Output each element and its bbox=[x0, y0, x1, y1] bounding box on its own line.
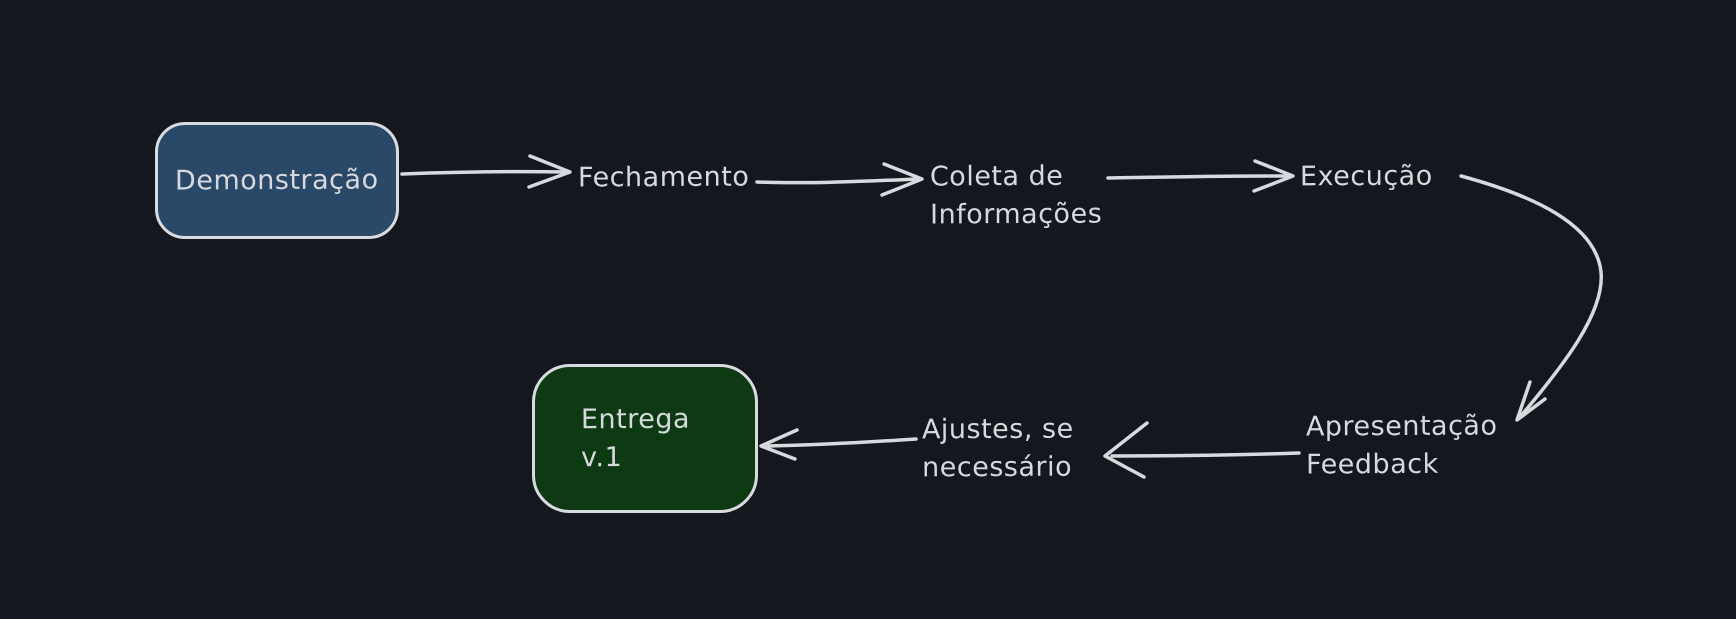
node-ajustes-label: Ajustes, se necessário bbox=[921, 413, 1074, 484]
node-execucao[interactable]: Execução bbox=[1300, 158, 1433, 196]
node-fechamento[interactable]: Fechamento bbox=[578, 159, 749, 197]
node-ajustes-se-necessario[interactable]: Ajustes, se necessário bbox=[922, 411, 1074, 487]
node-demonstracao-label: Demonstração bbox=[175, 163, 379, 197]
node-coleta-de-informacoes[interactable]: Coleta de Informações bbox=[930, 158, 1102, 234]
node-demonstracao[interactable]: Demonstração bbox=[155, 122, 399, 239]
arrow-fechamento-coleta[interactable] bbox=[755, 162, 924, 197]
node-entrega-v1[interactable]: Entrega v.1 bbox=[532, 364, 758, 513]
arrow-execucao-apresentacao[interactable] bbox=[1459, 174, 1603, 422]
node-coleta-label: Coleta de Informações bbox=[929, 160, 1103, 231]
arrow-ajustes-entrega[interactable] bbox=[759, 428, 918, 461]
node-entrega-label: Entrega v.1 bbox=[580, 403, 691, 473]
arrow-coleta-execucao[interactable] bbox=[1106, 159, 1295, 193]
node-apresentacao-feedback[interactable]: Apresentação Feedback bbox=[1306, 408, 1498, 484]
arrow-demonstracao-fechamento[interactable] bbox=[400, 154, 572, 189]
arrow-apresentacao-ajustes[interactable] bbox=[1103, 421, 1301, 479]
node-fechamento-label: Fechamento bbox=[577, 161, 750, 194]
node-execucao-label: Execução bbox=[1299, 160, 1433, 193]
node-apresentacao-label: Apresentação Feedback bbox=[1305, 410, 1498, 481]
